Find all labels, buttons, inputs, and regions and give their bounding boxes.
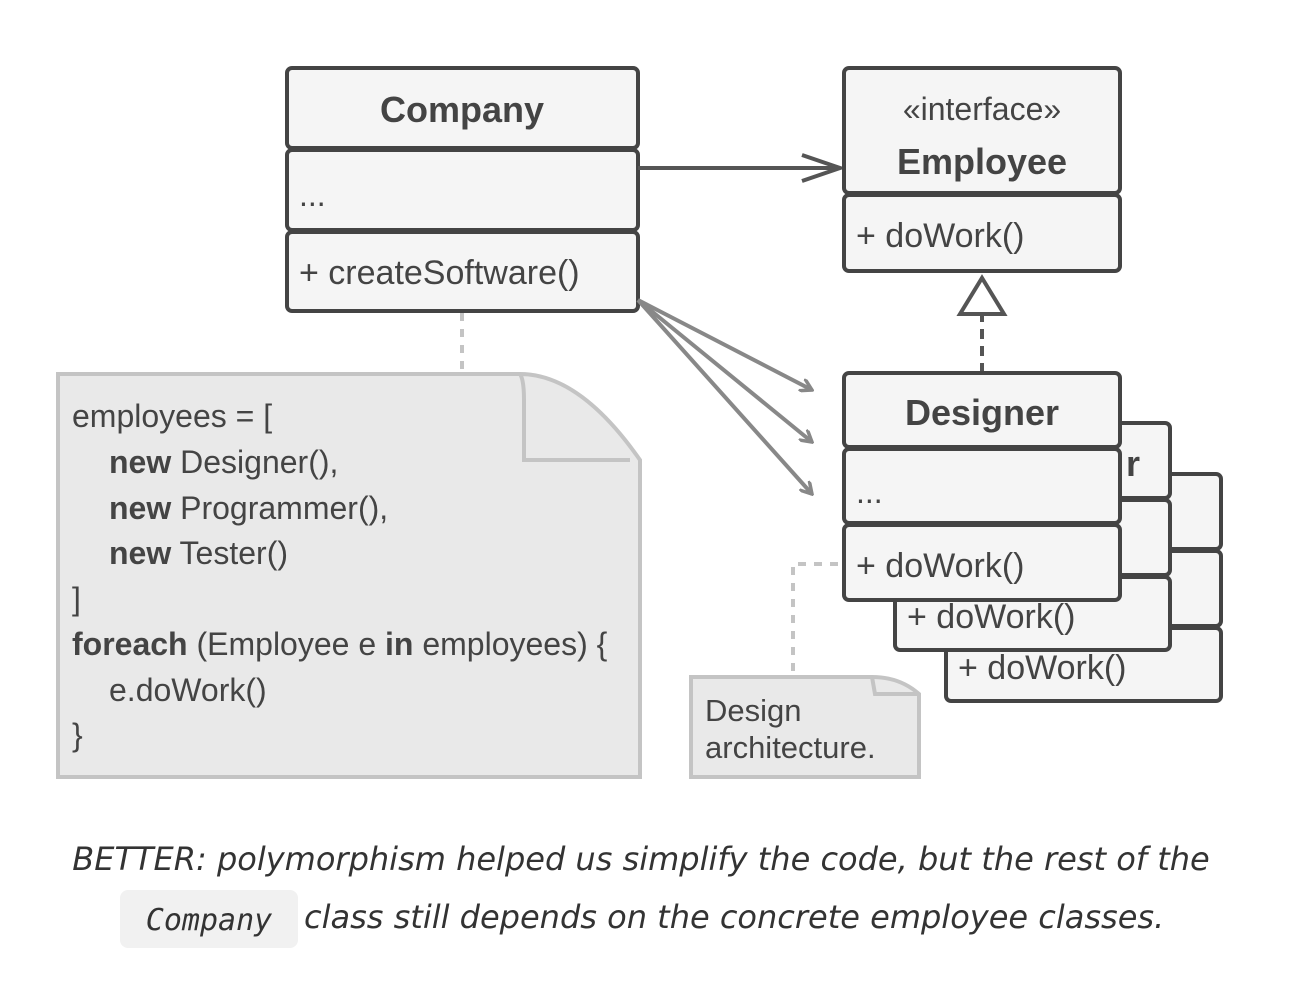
caption-code: Company xyxy=(146,903,272,938)
text-label: ] xyxy=(72,581,81,617)
text-label: (Employee e xyxy=(188,626,385,662)
class-name: r xyxy=(1126,443,1140,484)
text-label: Programmer(), xyxy=(171,490,388,526)
class-methods: + doWork() xyxy=(856,217,1024,255)
class-methods: + doWork() xyxy=(907,598,1075,636)
code-note: employees = [ new Designer(), new Progra… xyxy=(56,372,642,779)
caption: BETTER: polymorphism helped us simplify … xyxy=(72,840,1210,948)
text-label: employees) { xyxy=(413,626,607,662)
class-name: Designer xyxy=(905,392,1059,433)
dependency-arrows xyxy=(636,298,812,494)
text-label: employees = [ xyxy=(72,398,272,434)
text-label: } xyxy=(72,717,83,753)
design-note-connector xyxy=(791,562,838,676)
class-methods: + doWork() xyxy=(856,547,1024,585)
caption-line-1: BETTER: polymorphism helped us simplify … xyxy=(72,840,1209,878)
text-label: e.doWork() xyxy=(109,672,267,708)
stereotype: «interface» xyxy=(903,91,1061,127)
text-label: foreach xyxy=(72,626,188,662)
text-label: in xyxy=(385,626,413,662)
interface-employee: «interface» Employee + doWork() xyxy=(842,66,1122,273)
text-label: Designer(), xyxy=(171,444,338,480)
text-label: Tester() xyxy=(171,535,288,571)
class-methods: + doWork() xyxy=(958,649,1126,687)
class-name: Employee xyxy=(897,141,1067,182)
class-name: Company xyxy=(380,89,544,130)
text-label: new xyxy=(109,535,171,571)
design-note: Design architecture. xyxy=(689,675,921,779)
class-company: Company ... + createSoftware() xyxy=(285,66,640,313)
code-text: employees = [ new Designer(), new Progra… xyxy=(72,398,616,753)
code-chip xyxy=(120,890,298,948)
class-fields: ... xyxy=(299,177,326,213)
class-fields: ... xyxy=(856,474,883,510)
text-label: new xyxy=(109,490,171,526)
realization-arrow xyxy=(956,274,1008,373)
text-label: new xyxy=(109,444,171,480)
text-label: architecture. xyxy=(705,730,876,765)
class-designer: Designer ... + doWork() xyxy=(842,371,1122,602)
class-methods: + createSoftware() xyxy=(299,254,580,292)
text-label: Design xyxy=(705,693,802,728)
caption-line-2: class still depends on the concrete empl… xyxy=(304,898,1164,936)
